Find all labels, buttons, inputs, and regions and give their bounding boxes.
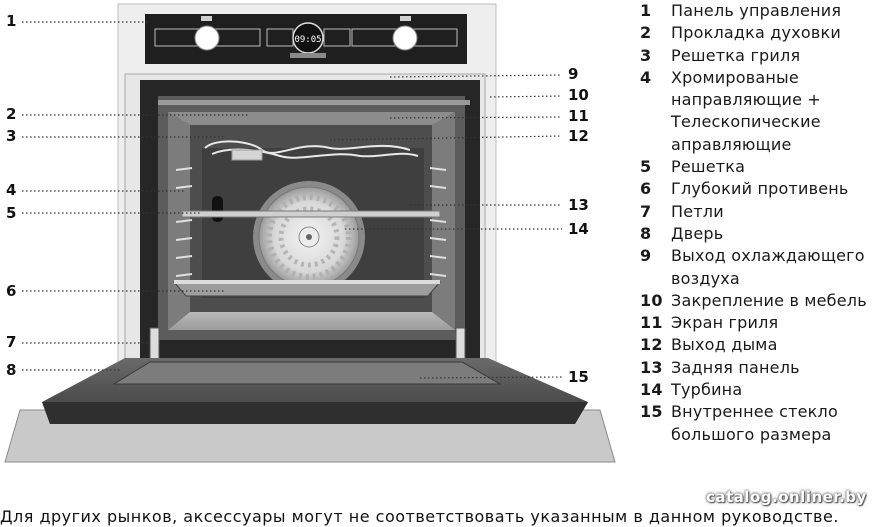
callout-12: 12 xyxy=(568,127,589,145)
legend-number: 9 xyxy=(640,246,652,266)
wire-shelf xyxy=(181,210,441,218)
legend-label: Панель управления xyxy=(671,1,842,20)
legend-label: Дверь xyxy=(671,223,724,243)
deep-tray xyxy=(172,280,442,297)
legend-label: Хромированые направляющие + Телескопичес… xyxy=(671,67,822,154)
callout-2: 2 xyxy=(6,105,17,123)
callout-4: 4 xyxy=(6,181,17,199)
footnote: Для других рынков, аксессуары могут не с… xyxy=(0,507,839,526)
legend-label: Выход дыма xyxy=(671,335,778,355)
control-panel: 09:05 xyxy=(145,14,467,64)
legend-item: 12 Выход дыма xyxy=(640,334,875,356)
legend-number: 7 xyxy=(640,201,652,221)
back-panel-knob xyxy=(212,196,223,222)
legend-item: 2 Прокладка духовки xyxy=(640,22,875,44)
legend-item: 8 Дверь xyxy=(640,223,875,245)
legend-item: 6 Глубокий противень xyxy=(640,178,875,200)
legend-item: 9 Выход охлаждающего воздуха xyxy=(640,245,875,290)
legend-number: 12 xyxy=(640,335,663,355)
callout-9: 9 xyxy=(568,65,579,83)
legend-item: 3 Решетка гриля xyxy=(640,45,875,67)
legend-item: 15 Внутреннее стекло большого размера xyxy=(640,401,875,446)
callout-1: 1 xyxy=(6,12,17,30)
callout-10: 10 xyxy=(568,86,589,104)
callout-3: 3 xyxy=(6,127,17,145)
legend-label: Глубокий противень xyxy=(671,179,849,199)
legend-number: 13 xyxy=(640,357,663,377)
legend-number: 14 xyxy=(640,380,663,400)
callout-11: 11 xyxy=(568,107,589,125)
watermark: catalog.onliner.by xyxy=(706,488,867,506)
legend-number: 8 xyxy=(640,223,652,243)
legend-item: 10 Закрепление в мебель xyxy=(640,290,875,312)
oven-door xyxy=(42,358,588,424)
legend-item: 5 Решетка xyxy=(640,156,875,178)
legend-label: Петли xyxy=(671,201,724,221)
legend-item: 7 Петли xyxy=(640,201,875,223)
legend-item: 14 Турбина xyxy=(640,379,875,401)
legend-label: Задняя панель xyxy=(671,357,800,377)
clock-display: 09:05 xyxy=(294,35,321,45)
legend-label: Прокладка духовки xyxy=(671,23,841,43)
side-rails xyxy=(175,167,447,277)
legend-item: 4 Хромированые направляющие + Телескопиче… xyxy=(640,67,875,156)
legend-number: 3 xyxy=(640,45,652,65)
right-knob xyxy=(392,25,418,51)
legend-number: 4 xyxy=(640,67,652,87)
legend-number: 6 xyxy=(640,179,652,199)
callout-14: 14 xyxy=(568,220,589,238)
legend-number: 15 xyxy=(640,402,663,422)
legend-number: 5 xyxy=(640,157,652,177)
legend-number: 1 xyxy=(640,1,652,20)
left-knob xyxy=(194,25,220,51)
legend-item: 11 Экран гриля xyxy=(640,312,875,334)
callout-8: 8 xyxy=(6,361,17,379)
legend-label: Закрепление в мебель xyxy=(671,290,867,310)
legend-label: Выход охлаждающего воздуха xyxy=(671,246,865,288)
legend-number: 10 xyxy=(640,290,663,310)
oven-diagram: 09:05 xyxy=(4,3,616,463)
leader-lines xyxy=(22,21,563,379)
callout-7: 7 xyxy=(6,333,17,351)
callout-15: 15 xyxy=(568,368,589,386)
legend-label: Экран гриля xyxy=(671,313,779,333)
legend-label: Решетка гриля xyxy=(671,45,801,65)
legend-item: 13 Задняя панель xyxy=(640,357,875,379)
legend-item: 1 Панель управления xyxy=(640,0,875,22)
callout-5: 5 xyxy=(6,204,17,222)
legend-number: 2 xyxy=(640,23,652,43)
legend-number: 11 xyxy=(640,313,663,333)
legend-label: Решетка xyxy=(671,157,746,177)
grill-element xyxy=(204,140,419,161)
legend-label: Внутреннее стекло большого размера xyxy=(671,402,838,444)
callout-13: 13 xyxy=(568,196,589,214)
legend-label: Турбина xyxy=(671,380,743,400)
callout-6: 6 xyxy=(6,282,17,300)
turbine-fan xyxy=(253,181,365,293)
